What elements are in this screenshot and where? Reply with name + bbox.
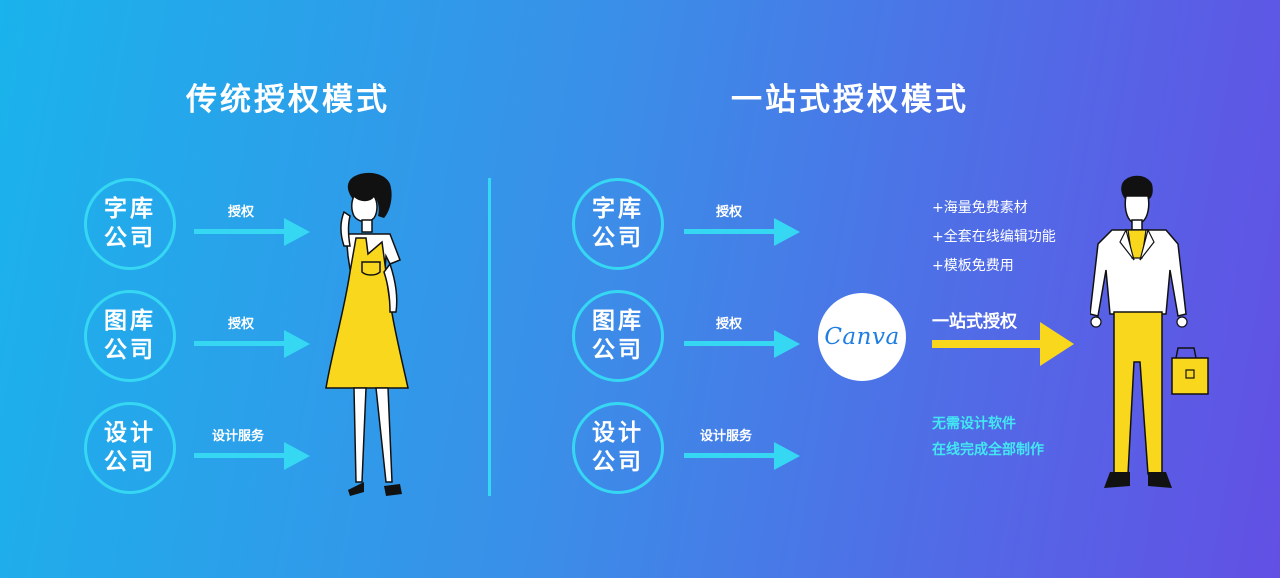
left-circle-font-company: 字库公司 bbox=[84, 178, 176, 270]
left-arrow-label-1: 授权 bbox=[228, 205, 255, 220]
left-arrow-label-3: 设计服务 bbox=[212, 429, 265, 444]
right-arrow-1 bbox=[684, 218, 800, 246]
left-circle-stock-company: 图库公司 bbox=[84, 290, 176, 382]
left-title: 传统授权模式 bbox=[186, 82, 390, 118]
benefit-item-1: +海量免费素材 bbox=[932, 200, 1028, 216]
right-circle-design-company: 设计公司 bbox=[572, 402, 664, 494]
main-yellow-arrow bbox=[932, 322, 1074, 366]
left-arrow-label-2: 授权 bbox=[228, 317, 255, 332]
left-arrow-1 bbox=[194, 218, 310, 246]
left-circle-design-company: 设计公司 bbox=[84, 402, 176, 494]
right-arrow-label-2: 授权 bbox=[716, 317, 743, 332]
canva-logo: Canva bbox=[818, 293, 906, 381]
right-circle-stock-company: 图库公司 bbox=[572, 290, 664, 382]
right-arrow-2 bbox=[684, 330, 800, 358]
main-arrow-label: 一站式授权 bbox=[932, 312, 1017, 332]
note-line-1: 无需设计软件 bbox=[932, 416, 1016, 432]
left-arrow-2 bbox=[194, 330, 310, 358]
right-arrow-3 bbox=[684, 442, 800, 470]
right-arrow-label-3: 设计服务 bbox=[700, 429, 753, 444]
benefit-item-2: +全套在线编辑功能 bbox=[932, 229, 1056, 245]
left-arrow-3 bbox=[194, 442, 310, 470]
divider-line bbox=[488, 178, 491, 496]
woman-illustration bbox=[325, 172, 409, 496]
right-title: 一站式授权模式 bbox=[731, 82, 969, 118]
note-line-2: 在线完成全部制作 bbox=[932, 442, 1044, 458]
benefit-item-3: +模板免费用 bbox=[932, 258, 1014, 274]
man-illustration bbox=[1090, 175, 1209, 488]
right-arrow-label-1: 授权 bbox=[716, 205, 743, 220]
right-circle-font-company: 字库公司 bbox=[572, 178, 664, 270]
